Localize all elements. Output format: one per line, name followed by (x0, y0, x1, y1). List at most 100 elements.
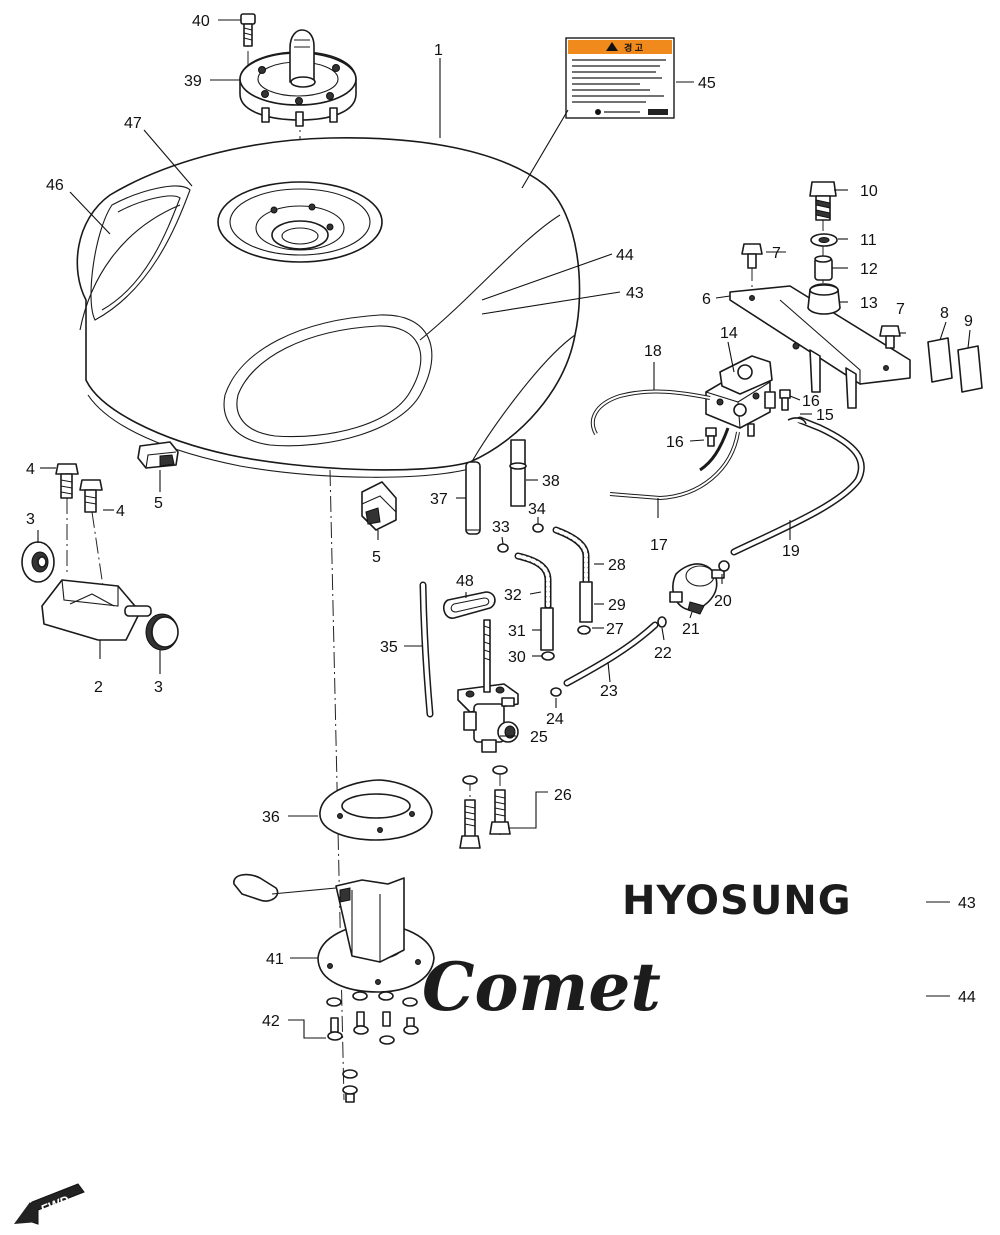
callout-20: 20 (714, 593, 732, 610)
bolt-7-a (741, 243, 763, 269)
gasket-36 (319, 779, 433, 841)
screw-16-b (705, 427, 717, 447)
rubber-cap-3-left (21, 541, 55, 583)
damper-5-left (137, 441, 179, 469)
callout-28: 28 (608, 557, 626, 574)
callout-16-b: 16 (666, 434, 684, 451)
hose-23 (563, 621, 659, 687)
gasket-48 (442, 591, 496, 619)
callout-27: 27 (606, 621, 624, 638)
fuel-filter (669, 563, 725, 615)
hose-18 (590, 389, 711, 435)
callout-6: 6 (702, 291, 711, 308)
callout-35: 35 (380, 639, 398, 656)
callout-2: 2 (94, 679, 103, 696)
warning-label-header (568, 40, 672, 54)
callouts: 1 2 3 3 4 4 5 5 6 7 7 8 9 10 11 12 13 14… (26, 13, 976, 1030)
callout-24: 24 (546, 711, 564, 728)
brand-comet: Comet (422, 948, 661, 1026)
callout-15: 15 (816, 407, 834, 424)
fuel-cap (239, 29, 357, 127)
callout-46: 46 (46, 177, 64, 194)
callout-48: 48 (456, 573, 474, 590)
callout-5-left: 5 (154, 495, 163, 512)
callout-11: 11 (860, 232, 877, 249)
damper-5-center (361, 481, 397, 531)
screws-42 (326, 991, 419, 1103)
fwd-arrow-badge: FWD (14, 1183, 85, 1225)
clip-22 (657, 616, 667, 628)
tank-rear-bracket (41, 579, 152, 641)
fuel-tank (76, 137, 581, 478)
pad-8 (927, 337, 953, 383)
bolt-4-left (55, 463, 79, 499)
washer-11 (810, 233, 838, 247)
pad-9 (957, 345, 983, 393)
axis-line-bracket-right (91, 511, 106, 601)
callout-18: 18 (644, 343, 662, 360)
callout-47: 47 (124, 115, 142, 132)
callout-26: 26 (554, 787, 572, 804)
breather-pipe-38 (509, 439, 527, 507)
callout-31: 31 (508, 623, 526, 640)
callout-42: 42 (262, 1013, 280, 1030)
callout-40: 40 (192, 13, 210, 30)
clip-20 (718, 560, 730, 572)
hose-17 (609, 427, 740, 501)
damper-13 (807, 283, 841, 315)
callout-44-brand: 44 (958, 989, 976, 1006)
warning-label: 경 고 (565, 37, 675, 119)
fuel-cock (457, 619, 519, 753)
collar-12 (814, 255, 833, 281)
callout-4-right: 4 (116, 503, 125, 520)
clip-24 (550, 687, 562, 697)
callout-34: 34 (528, 501, 546, 518)
callout-33: 33 (492, 519, 510, 536)
callout-38: 38 (542, 473, 560, 490)
screw-26-left (459, 775, 481, 849)
fuel-level-sensor (233, 873, 435, 993)
bolt-10 (809, 181, 837, 221)
callout-39: 39 (184, 73, 202, 90)
callout-14: 14 (720, 325, 738, 342)
callout-32: 32 (504, 587, 522, 604)
callout-36: 36 (262, 809, 280, 826)
callout-43-tank: 43 (626, 285, 644, 302)
callout-41: 41 (266, 951, 284, 968)
leader-lines (37, 19, 971, 1039)
callout-4-left: 4 (26, 461, 35, 478)
callout-7-a: 7 (772, 245, 781, 262)
clip-small (497, 523, 591, 661)
callout-45: 45 (698, 75, 716, 92)
callout-10: 10 (860, 183, 878, 200)
callout-16-a: 16 (802, 393, 820, 410)
callout-1: 1 (434, 42, 443, 59)
callout-30: 30 (508, 649, 526, 666)
screw-16-a (779, 389, 791, 411)
callout-19: 19 (782, 543, 800, 560)
callout-9: 9 (964, 313, 973, 330)
breather-pipe-37 (465, 461, 481, 535)
callout-12: 12 (860, 261, 878, 278)
clamp-15 (787, 417, 807, 425)
fuel-pump (705, 355, 776, 437)
callout-13: 13 (860, 295, 878, 312)
callout-25: 25 (530, 729, 548, 746)
callout-37: 37 (430, 491, 448, 508)
callout-7-b: 7 (896, 301, 905, 318)
callout-43-brand: 43 (958, 895, 976, 912)
elbow-hose-28 (552, 526, 593, 623)
callout-22: 22 (654, 645, 672, 662)
callout-21: 21 (682, 621, 700, 638)
callout-44-tank: 44 (616, 247, 634, 264)
callout-23: 23 (600, 683, 618, 700)
callout-3-right: 3 (154, 679, 163, 696)
brand-hyosung: HYOSUNG (622, 878, 852, 924)
fwd-label: FWD (38, 1192, 72, 1217)
bolt-40 (240, 13, 256, 47)
hose-35 (419, 581, 434, 718)
callout-3-left: 3 (26, 511, 35, 528)
callout-5-center: 5 (372, 549, 381, 566)
elbow-hose-32 (514, 552, 554, 651)
bolt-4-right (79, 479, 103, 513)
